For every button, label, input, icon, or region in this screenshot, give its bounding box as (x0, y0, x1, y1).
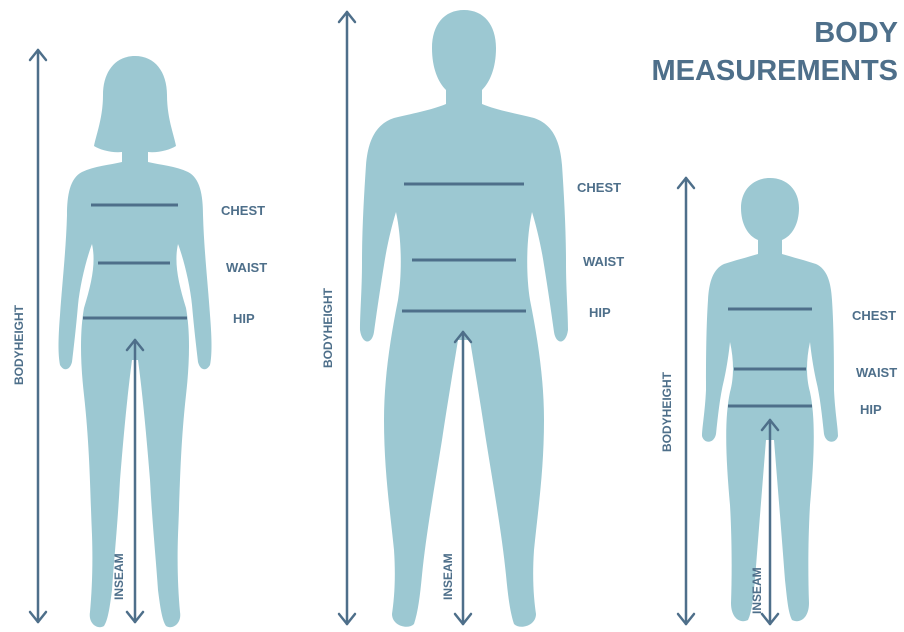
woman-inseam-label: INSEAM (112, 553, 126, 600)
child-figure: CHEST WAIST HIP BODYHEIGHT INSEAM (660, 178, 897, 624)
child-hip-label: HIP (860, 402, 882, 417)
child-bodyheight-label: BODYHEIGHT (660, 371, 674, 452)
child-bodyheight-arrow (678, 178, 694, 624)
man-chest-label: CHEST (577, 180, 621, 195)
man-inseam-arrow (455, 332, 471, 624)
child-inseam-label: INSEAM (750, 567, 764, 614)
woman-chest-label: CHEST (221, 203, 265, 218)
child-chest-label: CHEST (852, 308, 896, 323)
man-waist-label: WAIST (583, 254, 624, 269)
man-inseam-label: INSEAM (441, 553, 455, 600)
woman-hip-label: HIP (233, 311, 255, 326)
man-bodyheight-arrow (339, 12, 355, 624)
woman-bodyheight-label: BODYHEIGHT (12, 304, 26, 385)
woman-inseam-arrow (127, 340, 143, 622)
woman-waist-label: WAIST (226, 260, 267, 275)
woman-figure: CHEST WAIST HIP BODYHEIGHT INSEAM (12, 50, 267, 627)
man-hip-label: HIP (589, 305, 611, 320)
child-waist-label: WAIST (856, 365, 897, 380)
man-figure: CHEST WAIST HIP BODYHEIGHT INSEAM (321, 10, 624, 627)
man-bodyheight-label: BODYHEIGHT (321, 287, 335, 368)
woman-bodyheight-arrow (30, 50, 46, 622)
